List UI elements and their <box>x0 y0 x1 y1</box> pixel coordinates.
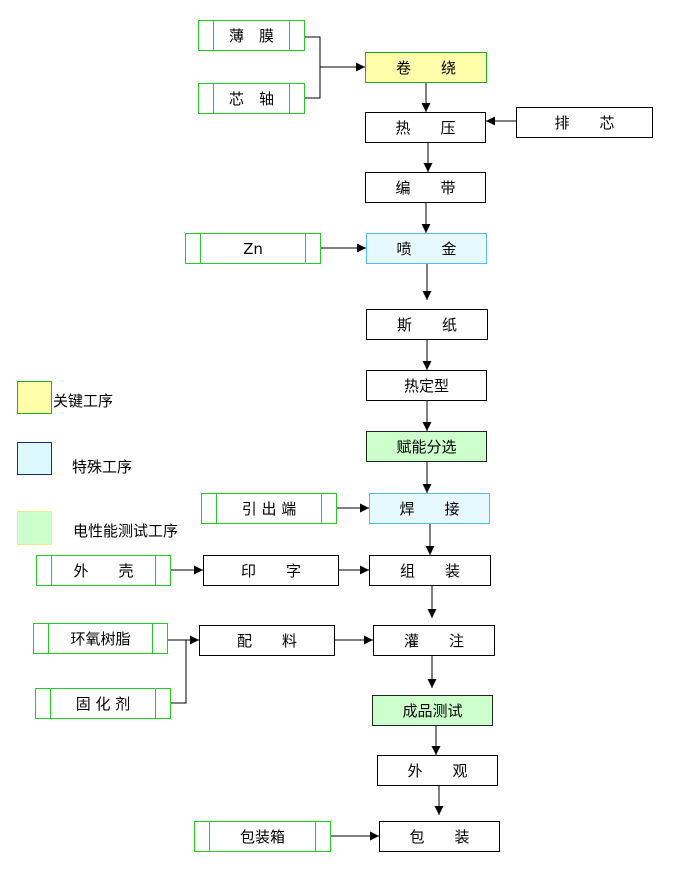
legend-swatch-key <box>17 381 52 414</box>
connector-tape-spray-arrowhead <box>421 224 431 233</box>
connector-heatset-sorting-arrowhead <box>422 422 432 431</box>
step-hot-press: 热 压 <box>365 112 486 143</box>
input-shell: 外 壳 <box>36 555 171 586</box>
step-sorting: 赋能分选 <box>366 431 487 462</box>
input-packing-box: 包装箱 <box>194 821 331 852</box>
connector-sorting-welding-arrowhead <box>422 484 432 493</box>
step-tear-paper: 斯 纸 <box>366 309 488 340</box>
step-mixing: 配 料 <box>199 625 335 656</box>
connector-winding-hotpress-arrowhead <box>421 103 431 112</box>
connector-mixing-potting-arrowhead <box>364 635 373 645</box>
input-lead-terminal: 引 出 端 <box>201 493 337 524</box>
input-curing-agent: 固 化 剂 <box>35 688 171 719</box>
legend-label-test: 电性能测试工序 <box>73 522 179 540</box>
connector-finaltest-appearance-arrowhead <box>431 746 441 755</box>
connector-shell-printing-arrowhead <box>194 565 203 575</box>
step-tape: 编 带 <box>365 172 486 203</box>
connector-spray-tear-arrowhead <box>422 291 432 300</box>
connector-hotpress-tape-arrowhead <box>423 163 433 172</box>
connector-lead-welding-arrowhead <box>360 503 369 513</box>
legend-label-special: 特殊工序 <box>72 458 133 476</box>
connector-tear-heatset-arrowhead <box>422 361 432 370</box>
connector-box-packing-arrowhead <box>370 831 379 841</box>
input-film: 薄 膜 <box>198 20 305 51</box>
step-assembly: 组 装 <box>369 555 491 586</box>
connector-to-winding-arrowhead <box>356 62 365 72</box>
step-winding: 卷 绕 <box>365 52 487 83</box>
connector-curing-mixing <box>171 640 187 704</box>
step-potting: 灌 注 <box>373 625 495 656</box>
step-core-discharge: 排 芯 <box>516 107 653 138</box>
connector-potting-finaltest-arrowhead <box>427 679 437 688</box>
connector-printing-assembly-arrowhead <box>360 565 369 575</box>
connector-assembly-potting-arrowhead <box>427 609 437 618</box>
connector-appearance-packing-arrowhead <box>434 806 444 815</box>
legend-swatch-test <box>17 511 52 545</box>
connector-welding-assembly-arrowhead <box>425 546 435 555</box>
input-epoxy: 环氧树脂 <box>33 623 168 654</box>
legend-swatch-special <box>17 442 52 475</box>
connector-epoxy-mixing-arrowhead <box>190 635 199 645</box>
step-appearance: 外 观 <box>377 755 498 786</box>
input-core-shaft: 芯 轴 <box>198 83 305 114</box>
legend-label-key: 关键工序 <box>53 392 114 410</box>
connector-film-core-bracket <box>305 36 321 99</box>
step-spray: 喷 金 <box>366 233 487 264</box>
step-heat-set: 热定型 <box>366 370 487 401</box>
step-packing: 包 装 <box>379 821 500 852</box>
step-printing: 印 字 <box>203 555 339 586</box>
step-final-test: 成品测试 <box>372 695 493 726</box>
step-welding: 焊 接 <box>369 493 490 524</box>
connector-discharge-hotpress-arrowhead <box>486 116 495 126</box>
connector-zn-spray-arrowhead <box>357 243 366 253</box>
input-zn: Zn <box>185 233 321 264</box>
